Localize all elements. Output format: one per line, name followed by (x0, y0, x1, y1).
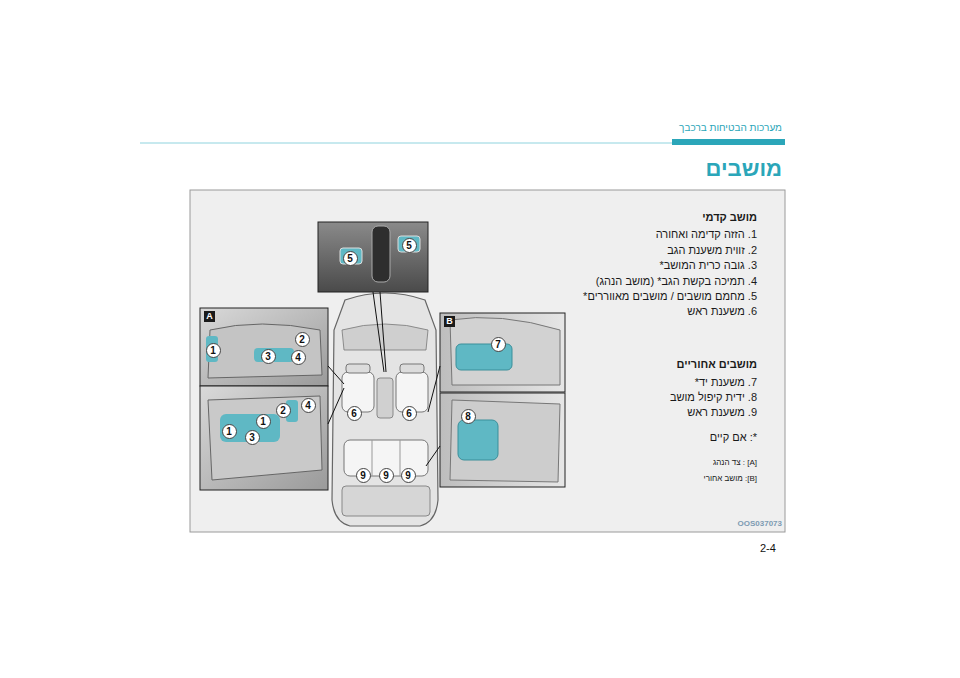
view-note: [A] : צד הנהג (713, 458, 757, 468)
view-note: [B]: מושב אחורי (704, 474, 757, 484)
callout-number: 8 (461, 409, 476, 424)
callout-number: 2 (276, 403, 291, 418)
callout-number: 1 (206, 343, 221, 358)
callout-number: 7 (491, 337, 506, 352)
callout-number: 9 (356, 468, 371, 483)
callout-number: 4 (301, 398, 316, 413)
callout-number: 3 (245, 430, 260, 445)
image-code: OOS037073 (738, 519, 782, 529)
section-heading: מושב קדמי (702, 211, 757, 224)
list-item: 7. משענת יד* (695, 376, 757, 389)
footnote: *: אם קיים (710, 431, 757, 444)
callout-number: 6 (347, 406, 362, 421)
running-header: מערכות הבטיחות ברכבך (679, 122, 782, 134)
callout-number: 3 (261, 349, 276, 364)
list-item: 1. הזזה קדימה ואחורה (656, 228, 757, 241)
callout-number: 5 (402, 238, 417, 253)
list-item: 8. ידית קיפול מושב (670, 391, 757, 404)
callout-number: 9 (401, 468, 416, 483)
list-item: 6. משענת ראש (687, 305, 757, 318)
list-item: 9. משענת ראש (687, 406, 757, 419)
callout-number: 2 (295, 332, 310, 347)
list-item: 5. מחמם מושבים / מושבים מאווררים* (583, 290, 757, 303)
callout-number: 4 (291, 350, 306, 365)
view-tag: A (204, 311, 215, 322)
section-heading: מושבים אחוריים (677, 358, 758, 371)
callout-number: 1 (256, 414, 271, 429)
page-title: מושבים (706, 156, 782, 182)
list-item: 4. תמיכה בקשת הגב* (מושב הנהג) (596, 275, 757, 288)
view-tag: B (444, 316, 455, 327)
list-item: 2. זווית משענת הגב (667, 244, 757, 257)
list-item: 3. גובה כרית המושב* (659, 259, 757, 272)
callout-number: 9 (379, 468, 394, 483)
callout-number: 1 (222, 424, 237, 439)
callout-number: 5 (343, 251, 358, 266)
page-number: 2-4 (760, 542, 776, 555)
callout-number: 6 (402, 406, 417, 421)
